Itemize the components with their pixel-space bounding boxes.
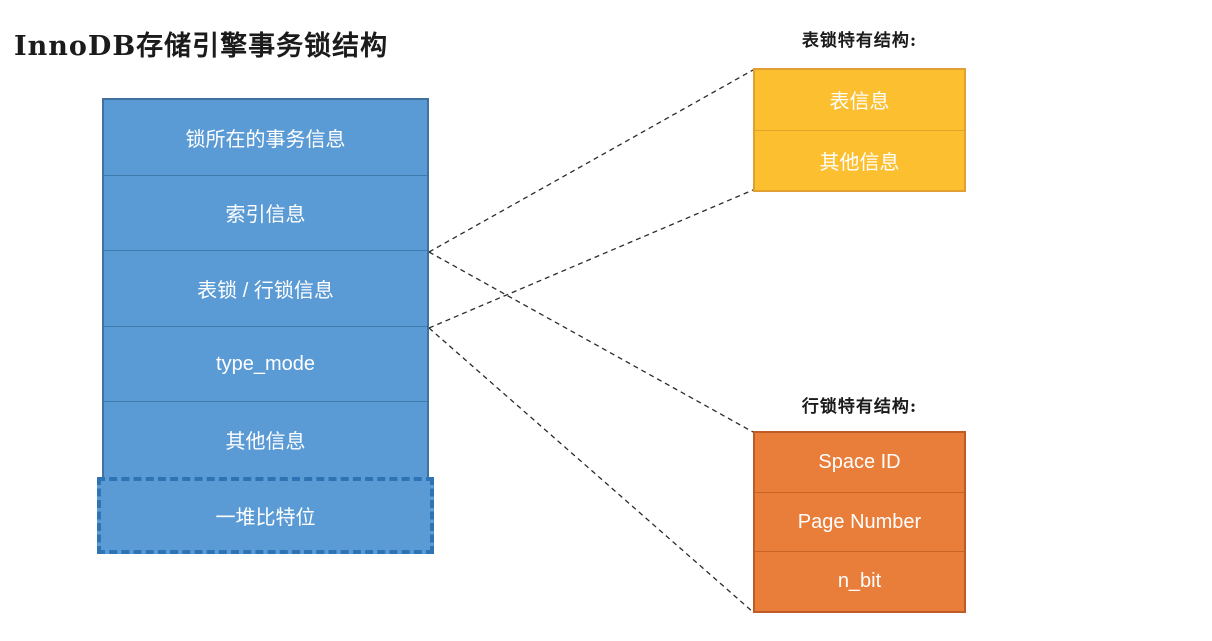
row-lock-row-space-id: Space ID	[818, 450, 901, 473]
lock-row-index-info: 索引信息	[104, 174, 427, 251]
row-lock-heading: 行锁特有结构:	[801, 397, 918, 417]
lock-row-table-row-lock-info: 表锁 / 行锁信息	[104, 250, 427, 326]
row-lock-row-n-bit: n_bit	[755, 551, 964, 611]
lock-row-bit-field: 一堆比特位	[97, 477, 434, 554]
connector-line-to-row-lock-top	[428, 251, 754, 433]
row-lock-box: Space ID Page Number n_bit	[753, 431, 966, 613]
diagram-title: InnoDB存储引擎事务锁结构	[14, 31, 389, 62]
connector-line-to-row-lock-bottom	[428, 327, 754, 613]
lock-row-other-info: 其他信息	[104, 401, 427, 477]
lock-structure-box: 锁所在的事务信息 索引信息 表锁 / 行锁信息 type_mode 其他信息	[102, 98, 429, 477]
connector-line-to-table-lock-top	[428, 69, 754, 253]
table-lock-heading: 表锁特有结构:	[801, 31, 918, 51]
connector-line-to-table-lock-bottom	[428, 189, 754, 329]
lock-row-transaction-info: 锁所在的事务信息	[185, 128, 346, 151]
table-lock-box: 表信息 其他信息	[753, 68, 966, 192]
table-lock-row-other-info: 其他信息	[755, 129, 964, 191]
row-lock-row-page-number: Page Number	[755, 491, 964, 552]
table-lock-row-table-info: 表信息	[829, 91, 890, 114]
lock-row-type-mode: type_mode	[104, 325, 427, 402]
